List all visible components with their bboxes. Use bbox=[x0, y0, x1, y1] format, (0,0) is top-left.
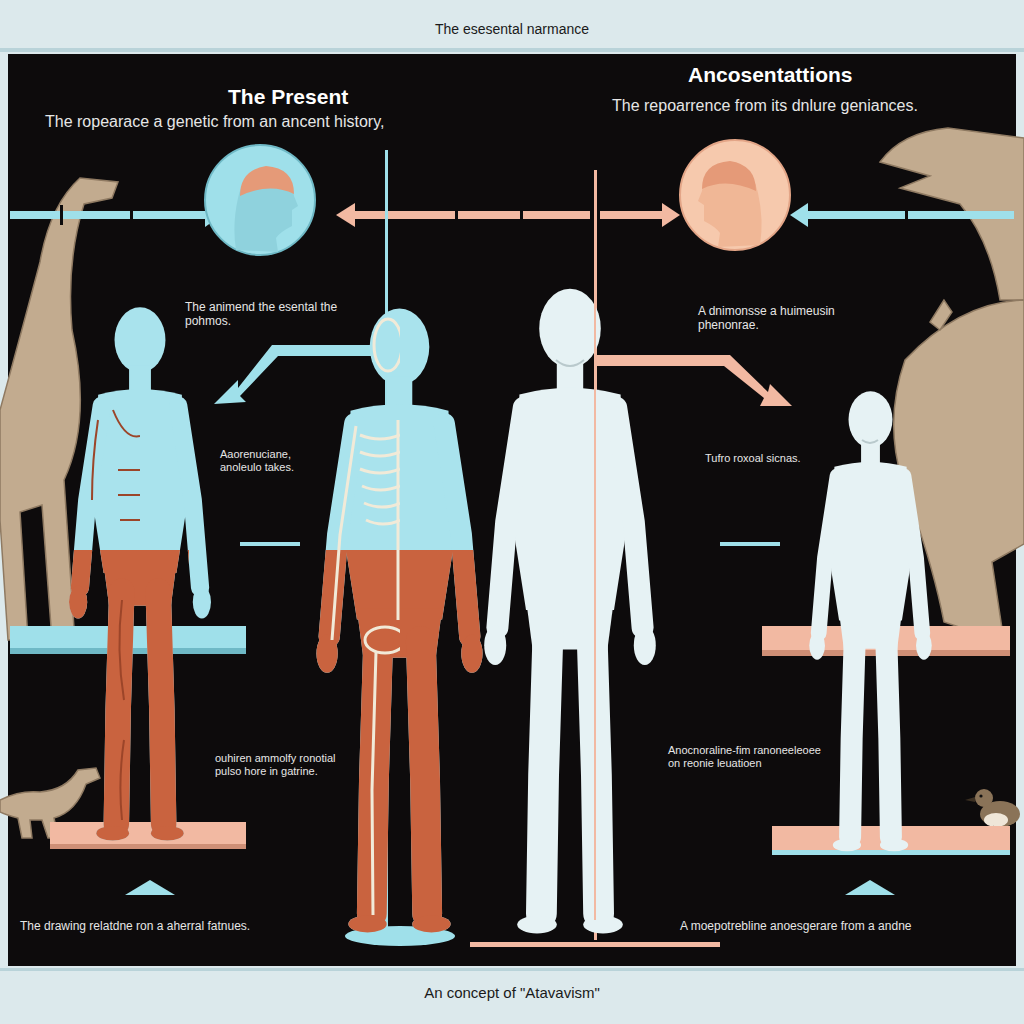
platform bbox=[470, 942, 720, 947]
timeline-arrows bbox=[355, 211, 590, 219]
human-figure bbox=[118, 470, 140, 520]
timeline-arrows bbox=[845, 880, 895, 895]
bird bbox=[984, 813, 1008, 827]
head-icon bbox=[205, 140, 790, 255]
note: The animend the esental the pohmos. bbox=[185, 300, 350, 329]
timeline-arrows bbox=[600, 211, 662, 219]
human-figure bbox=[332, 426, 356, 640]
timeline-arrows bbox=[720, 542, 780, 546]
head-icon bbox=[240, 166, 294, 196]
bird bbox=[965, 797, 975, 802]
human-figure bbox=[809, 391, 931, 851]
human-figure bbox=[120, 740, 124, 820]
background bbox=[0, 968, 1024, 971]
timeline-arrows bbox=[808, 211, 1014, 219]
note: Tufro roxoal sicnas. bbox=[705, 448, 815, 466]
human-figure bbox=[365, 627, 400, 653]
human-figure bbox=[316, 309, 482, 933]
background bbox=[0, 48, 1024, 52]
human-figure bbox=[69, 307, 140, 840]
human-figure bbox=[316, 309, 400, 933]
timeline-arrows bbox=[10, 211, 205, 219]
timeline-arrows bbox=[905, 205, 908, 225]
heading: The Present bbox=[228, 84, 448, 109]
human-figure bbox=[809, 391, 931, 851]
note-text: A moepotrebline anoesgerare from a andne bbox=[680, 919, 912, 933]
caption-band: An concept of "Atavavism" bbox=[0, 984, 1024, 1002]
timeline-arrows bbox=[336, 203, 355, 227]
title-band: The esesental narmance bbox=[0, 21, 1024, 38]
human-figure bbox=[113, 410, 140, 436]
dinosaur bbox=[930, 300, 952, 330]
note: ouhiren ammolfy ronotial pulso hore in g… bbox=[215, 752, 355, 779]
note-text: ouhiren ammolfy ronotial pulso hore in g… bbox=[215, 752, 355, 778]
note-text: A dnimonsse a huimeusin phenonrae. bbox=[698, 304, 858, 333]
timeline-arrows bbox=[130, 205, 133, 225]
timeline-arrows bbox=[520, 205, 523, 225]
timeline-arrows bbox=[662, 203, 680, 227]
human-figure bbox=[484, 289, 656, 934]
timeline-arrows bbox=[596, 355, 792, 406]
human-figure bbox=[316, 309, 482, 933]
title: The esesental narmance bbox=[0, 21, 1024, 38]
human-figure bbox=[92, 410, 140, 820]
head-icon bbox=[205, 145, 315, 255]
note-text: Tufro roxoal sicnas. bbox=[705, 452, 801, 465]
note-text: The animend the esental the pohmos. bbox=[185, 300, 350, 329]
note-text: The ropearace a genetic from an ancent h… bbox=[45, 112, 384, 131]
heading: Ancosentattions bbox=[688, 62, 948, 87]
background bbox=[8, 54, 1016, 966]
heading-text: Ancosentattions bbox=[688, 62, 853, 87]
bird bbox=[975, 789, 993, 807]
human-figure bbox=[372, 652, 376, 915]
human-figure bbox=[594, 300, 596, 920]
heading-text: The Present bbox=[228, 84, 348, 109]
platform bbox=[50, 844, 246, 849]
timeline-arrows bbox=[60, 205, 63, 225]
timeline-arrows bbox=[240, 542, 300, 546]
human-figure bbox=[69, 307, 211, 840]
note-text: The drawing relatdne ron a aherral fatnu… bbox=[20, 919, 250, 933]
human-figure bbox=[374, 319, 400, 371]
note: The ropearace a genetic from an ancent h… bbox=[45, 112, 495, 131]
timeline-arrows bbox=[10, 150, 1014, 940]
head-icon bbox=[702, 161, 756, 191]
human-figure bbox=[556, 360, 584, 366]
human-figure bbox=[484, 289, 656, 934]
human-figure bbox=[862, 440, 878, 443]
caption: An concept of "Atavavism" bbox=[0, 984, 1024, 1002]
platform bbox=[50, 822, 246, 844]
note: Anocnoraline-fim ranoneeleoee on reonie … bbox=[668, 744, 828, 771]
human-figure bbox=[69, 307, 211, 840]
head-icon bbox=[680, 140, 790, 250]
timeline-arrows bbox=[125, 880, 175, 895]
timeline-arrows bbox=[455, 205, 458, 225]
note-text: Aaorenuciane, anoleulo takes. bbox=[220, 448, 330, 474]
note: A dnimonsse a huimeusin phenonrae. bbox=[698, 304, 858, 333]
note-text: The repoarrence from its dnlure geniance… bbox=[612, 96, 918, 115]
human-figure bbox=[92, 420, 98, 500]
timeline-arrows bbox=[214, 345, 386, 404]
note-text: Anocnoraline-fim ranoneeleoee on reonie … bbox=[668, 744, 828, 770]
human-figure bbox=[332, 319, 400, 915]
human-figure bbox=[119, 600, 124, 700]
human-figure bbox=[360, 435, 400, 524]
note: The drawing relatdne ron a aherral fatnu… bbox=[20, 916, 350, 934]
note: Aaorenuciane, anoleulo takes. bbox=[220, 448, 330, 475]
human-figure bbox=[397, 420, 400, 620]
note: The repoarrence from its dnlure geniance… bbox=[612, 96, 1012, 115]
timeline-arrows bbox=[790, 203, 808, 227]
note: A moepotrebline anoesgerare from a andne bbox=[680, 916, 1010, 934]
bird bbox=[979, 794, 982, 797]
